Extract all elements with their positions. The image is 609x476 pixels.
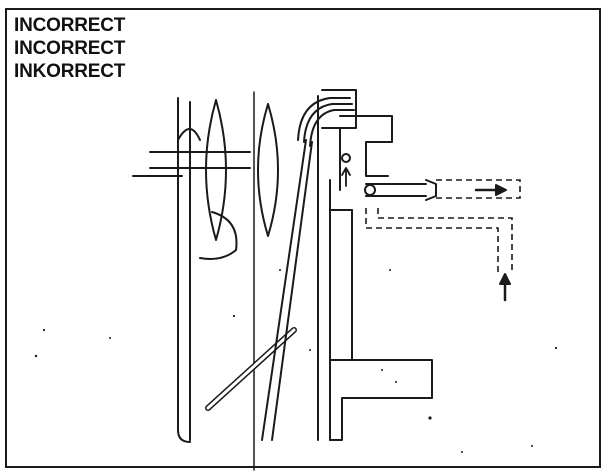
outlet-nipple-tip <box>425 179 437 201</box>
stipple-dot <box>109 337 111 339</box>
stipple-dot <box>428 416 432 420</box>
connector-pipe-1 <box>297 97 351 141</box>
lower-body-right <box>329 397 373 441</box>
float-lever-core <box>206 328 296 410</box>
arrow-right-head <box>495 184 507 196</box>
stipple-dot <box>531 445 533 447</box>
carburetor-body-left-wall <box>177 97 191 443</box>
outlet-ring <box>364 184 376 196</box>
flow-hose-upper <box>436 179 521 199</box>
stipple-dot <box>279 269 281 271</box>
flow-passage-inner <box>377 208 513 272</box>
stipple-dot <box>381 369 383 371</box>
label-incorrect-1: INCORRECT <box>14 15 126 36</box>
pilot-rod-left <box>261 139 307 441</box>
stipple-dot <box>554 346 558 350</box>
diagram-frame <box>5 8 601 468</box>
label-inkorrect: INKORRECT <box>14 61 126 82</box>
label-stack: INCORRECT INCORRECT INKORRECT <box>14 16 125 85</box>
stipple-dot <box>389 269 391 271</box>
connector-pipe-2 <box>303 103 353 143</box>
arrow-up-inlet-head <box>499 273 511 285</box>
float-bowl-right-step <box>329 359 433 399</box>
venturi-left-lobe <box>205 99 227 241</box>
stipple-dot <box>395 381 397 383</box>
stipple-dot <box>232 314 236 318</box>
label-incorrect-2: INCORRECT <box>14 38 126 59</box>
venturi-right-lobe <box>257 103 279 237</box>
connector-block <box>339 115 393 177</box>
check-ball <box>341 153 351 163</box>
arrow-up-icon <box>341 167 351 187</box>
stipple-dot <box>42 328 46 332</box>
venturi-left-lobe-2 <box>199 211 238 260</box>
stipple-dot <box>461 451 463 453</box>
stipple-dot <box>34 354 38 358</box>
stipple-dot <box>309 349 311 351</box>
flow-passage-outer <box>365 208 499 272</box>
inlet-flange-left <box>177 128 201 141</box>
connector-pipe-3 <box>309 109 355 147</box>
pilot-rod-right <box>271 141 313 441</box>
